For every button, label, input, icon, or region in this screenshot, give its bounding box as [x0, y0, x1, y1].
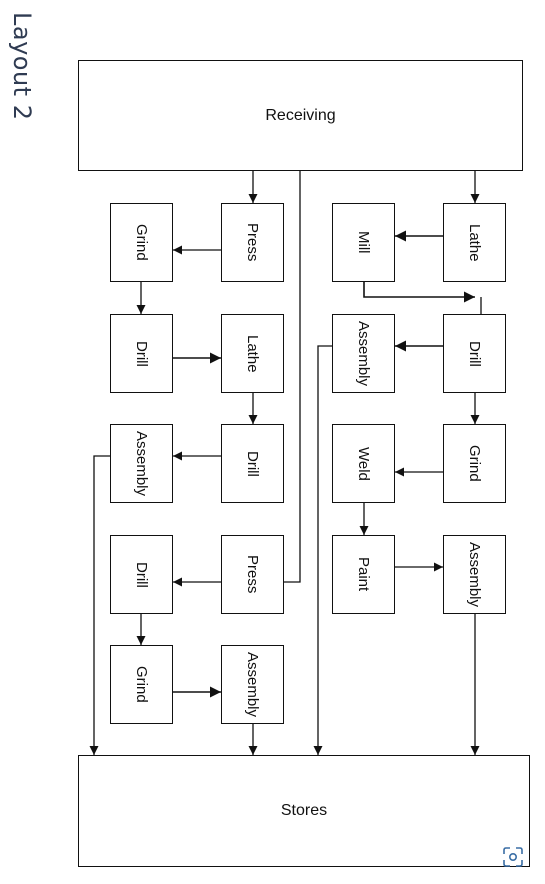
arrow-receiving-press-lower — [284, 171, 301, 583]
receiving-box: Receiving — [78, 60, 523, 171]
station-drill-1: Drill — [110, 314, 173, 393]
station-assembly-3: Assembly — [332, 314, 395, 393]
station-drill-4: Drill — [443, 314, 506, 393]
arrow-assembly-stores — [89, 455, 110, 755]
station-assembly-4: Assembly — [443, 535, 506, 614]
station-label: Grind — [133, 666, 150, 703]
station-label: Grind — [466, 445, 483, 482]
station-label: Lathe — [466, 223, 483, 262]
station-label: Drill — [133, 340, 150, 367]
station-grind-2: Grind — [110, 645, 173, 724]
station-label: Mill — [355, 231, 372, 254]
station-label: Assembly — [355, 320, 372, 387]
page-title: Layout 2 — [8, 12, 36, 121]
station-mill: Mill — [332, 203, 395, 282]
station-label: Assembly — [244, 651, 261, 718]
station-drill-2: Drill — [110, 535, 173, 614]
station-assembly-1: Assembly — [110, 424, 173, 503]
station-label: Assembly — [133, 430, 150, 497]
station-label: Press — [244, 223, 261, 262]
station-label: Grind — [133, 224, 150, 261]
station-weld: Weld — [332, 424, 395, 503]
station-label: Lathe — [244, 334, 261, 373]
stores-label: Stores — [280, 802, 328, 819]
station-press-2: Press — [221, 535, 284, 614]
station-grind-1: Grind — [110, 203, 173, 282]
stores-box: Stores — [78, 755, 530, 867]
receiving-label: Receiving — [265, 106, 336, 124]
station-assembly-2: Assembly — [221, 645, 284, 724]
station-label: Drill — [466, 340, 483, 367]
station-label: Press — [244, 555, 261, 594]
station-drill-3: Drill — [221, 424, 284, 503]
station-lathe-1: Lathe — [221, 314, 284, 393]
station-label: Weld — [355, 446, 372, 481]
station-paint: Paint — [332, 535, 395, 614]
arrow-mill-drill — [363, 282, 475, 303]
arrow-assembly3-stores — [313, 345, 332, 755]
station-grind-3: Grind — [443, 424, 506, 503]
station-lathe-2: Lathe — [443, 203, 506, 282]
station-label: Paint — [355, 557, 372, 592]
station-label: Drill — [244, 450, 261, 477]
station-label: Drill — [133, 561, 150, 588]
station-label: Assembly — [466, 541, 483, 608]
focus-icon[interactable] — [502, 846, 524, 868]
station-press-1: Press — [221, 203, 284, 282]
